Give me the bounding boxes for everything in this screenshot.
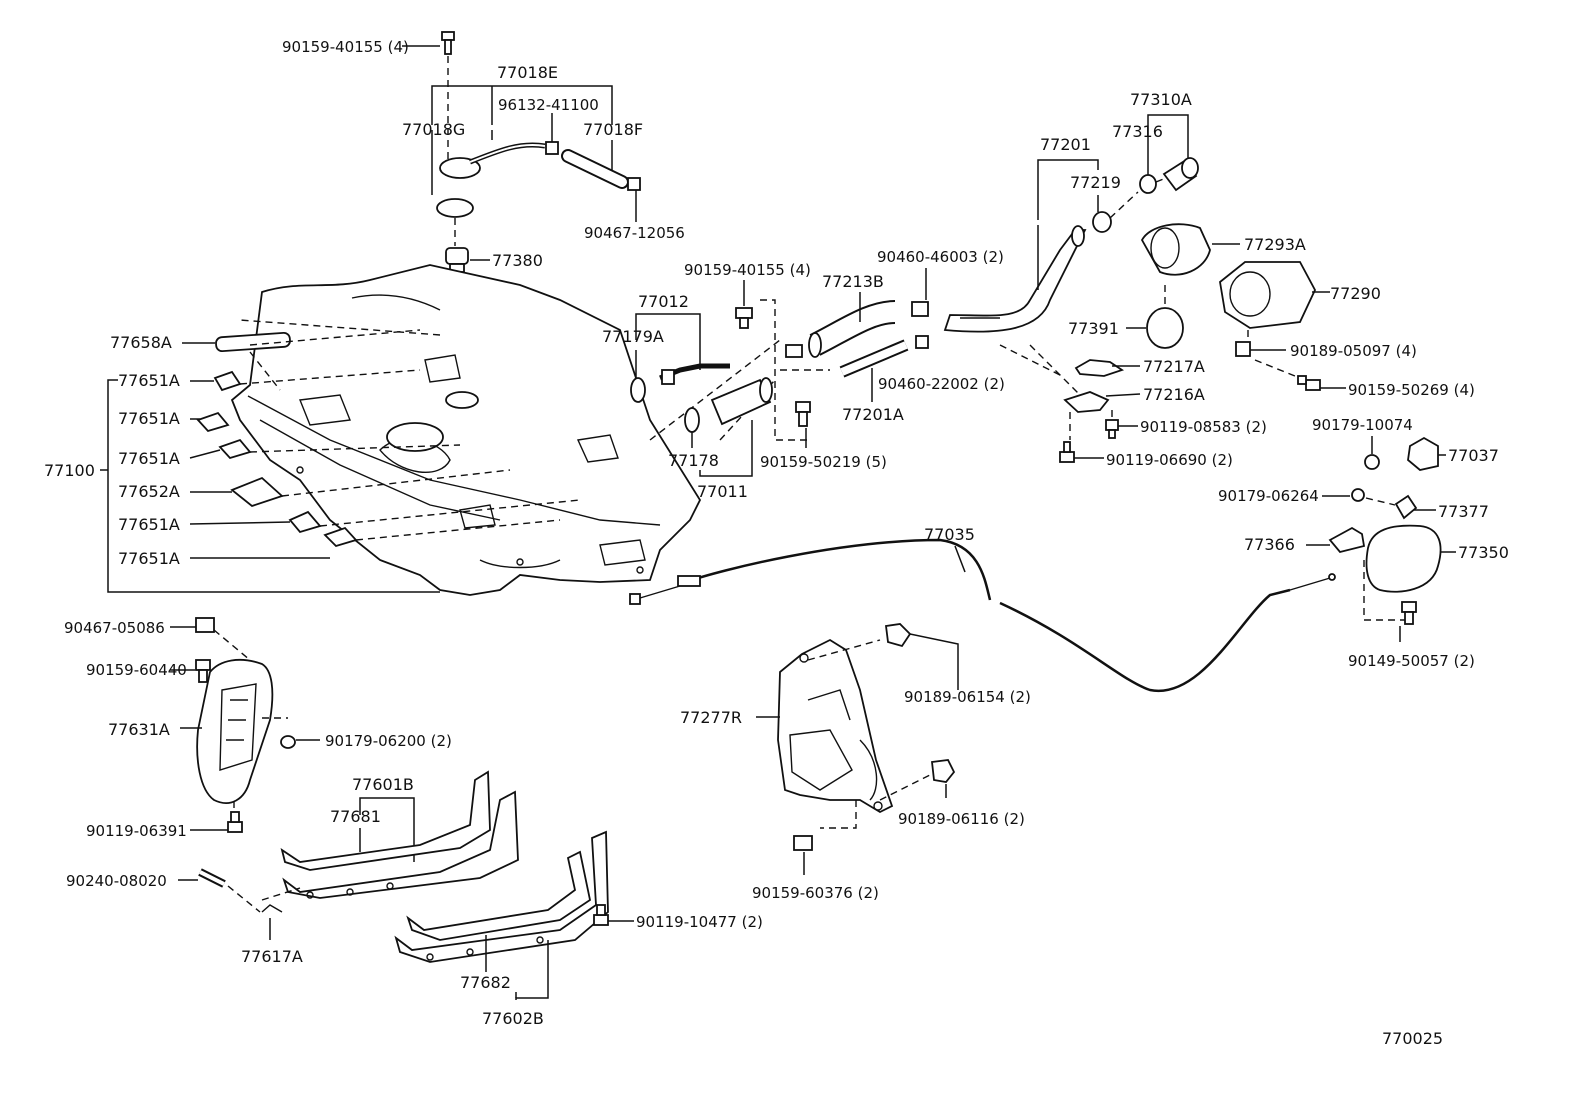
label-90179-10074: 90179-10074 [1312,416,1413,434]
label-77601B: 77601B [352,775,414,794]
label-77310A: 77310A [1130,90,1192,109]
label-90159-50219: 90159-50219 (5) [760,453,887,471]
label-77293A: 77293A [1244,235,1306,254]
label-77681: 77681 [330,807,381,826]
opener-cable-77035: 77035 [629,525,1336,693]
label-90467-05086: 90467-05086 [64,619,165,637]
label-90179-06264: 90179-06264 [1218,487,1319,505]
label-77037: 77037 [1448,446,1499,465]
label-90189-06154: 90189-06154 (2) [904,688,1031,706]
label-77179A: 77179A [602,327,664,346]
label-96132-41100: 96132-41100 [498,96,599,114]
label-77651A-1: 77651A [118,371,180,390]
strap-77602B [394,830,609,963]
label-77377: 77377 [1438,502,1489,521]
label-77213B: 77213B [822,272,884,291]
label-77178: 77178 [668,451,719,470]
label-90189-05097: 90189-05097 (4) [1290,342,1417,360]
label-77219: 77219 [1070,173,1121,192]
label-77651A-3: 77651A [118,449,180,468]
label-90119-10477: 90119-10477 (2) [636,913,763,931]
label-77201: 77201 [1040,135,1091,154]
label-77018E: 77018E [497,63,558,82]
label-90467-12056: 90467-12056 [584,224,685,242]
label-90189-06116: 90189-06116 (2) [898,810,1025,828]
label-90179-06200: 90179-06200 (2) [325,732,452,750]
label-77651A-4: 77651A [118,515,180,534]
label-90119-08583: 90119-08583 (2) [1140,418,1267,436]
label-77018G: 77018G [402,120,465,139]
label-90119-06690: 90119-06690 (2) [1106,451,1233,469]
label-77201A: 77201A [842,405,904,424]
label-77035: 77035 [924,525,975,544]
label-77391: 77391 [1068,319,1119,338]
label-77366: 77366 [1244,535,1295,554]
label-77617A: 77617A [241,947,303,966]
label-90159-40155-mid: 90159-40155 (4) [684,261,811,279]
strap-77682 [406,850,592,941]
bolt-90159-40155-top [441,31,455,160]
label-77290: 77290 [1330,284,1381,303]
vent-valve-group: 90159-40155 (4) 77012 77179A 77178 77011… [602,261,887,501]
strap-77601B [282,790,519,899]
label-77277R: 77277R [680,708,742,727]
label-77216A: 77216A [1143,385,1205,404]
label-77652A: 77652A [118,482,180,501]
label-90149-50057: 90149-50057 (2) [1348,652,1475,670]
label-77380: 77380 [492,251,543,270]
label-90159-60376: 90159-60376 (2) [752,884,879,902]
strap-77681 [280,770,491,871]
label-90240-08020: 90240-08020 [66,872,167,890]
fuel-tank-77100 [230,264,702,596]
label-90159-50269: 90159-50269 (4) [1348,381,1475,399]
label-77011: 77011 [697,482,748,501]
label-90119-06391: 90119-06391 [86,822,187,840]
label-77018F: 77018F [583,120,643,139]
label-90460-22002: 90460-22002 (2) [878,375,1005,393]
label-77651A-2: 77651A [118,409,180,428]
label-77602B: 77602B [482,1009,544,1028]
label-77631A: 77631A [108,720,170,739]
label-77682: 77682 [460,973,511,992]
shield-77277R [777,638,894,814]
label-77217A: 77217A [1143,357,1205,376]
label-77316: 77316 [1112,122,1163,141]
label-77651A-5: 77651A [118,549,180,568]
label-77100: 77100 [44,461,95,480]
label-77012: 77012 [638,292,689,311]
label-77658A: 77658A [110,333,172,352]
label-90159-40155-top: 90159-40155 (4) [282,38,409,56]
label-90159-60440: 90159-60440 [86,661,187,679]
figure-id: 770025 [1382,1029,1443,1048]
label-90460-46003: 90460-46003 (2) [877,248,1004,266]
label-77350: 77350 [1458,543,1509,562]
